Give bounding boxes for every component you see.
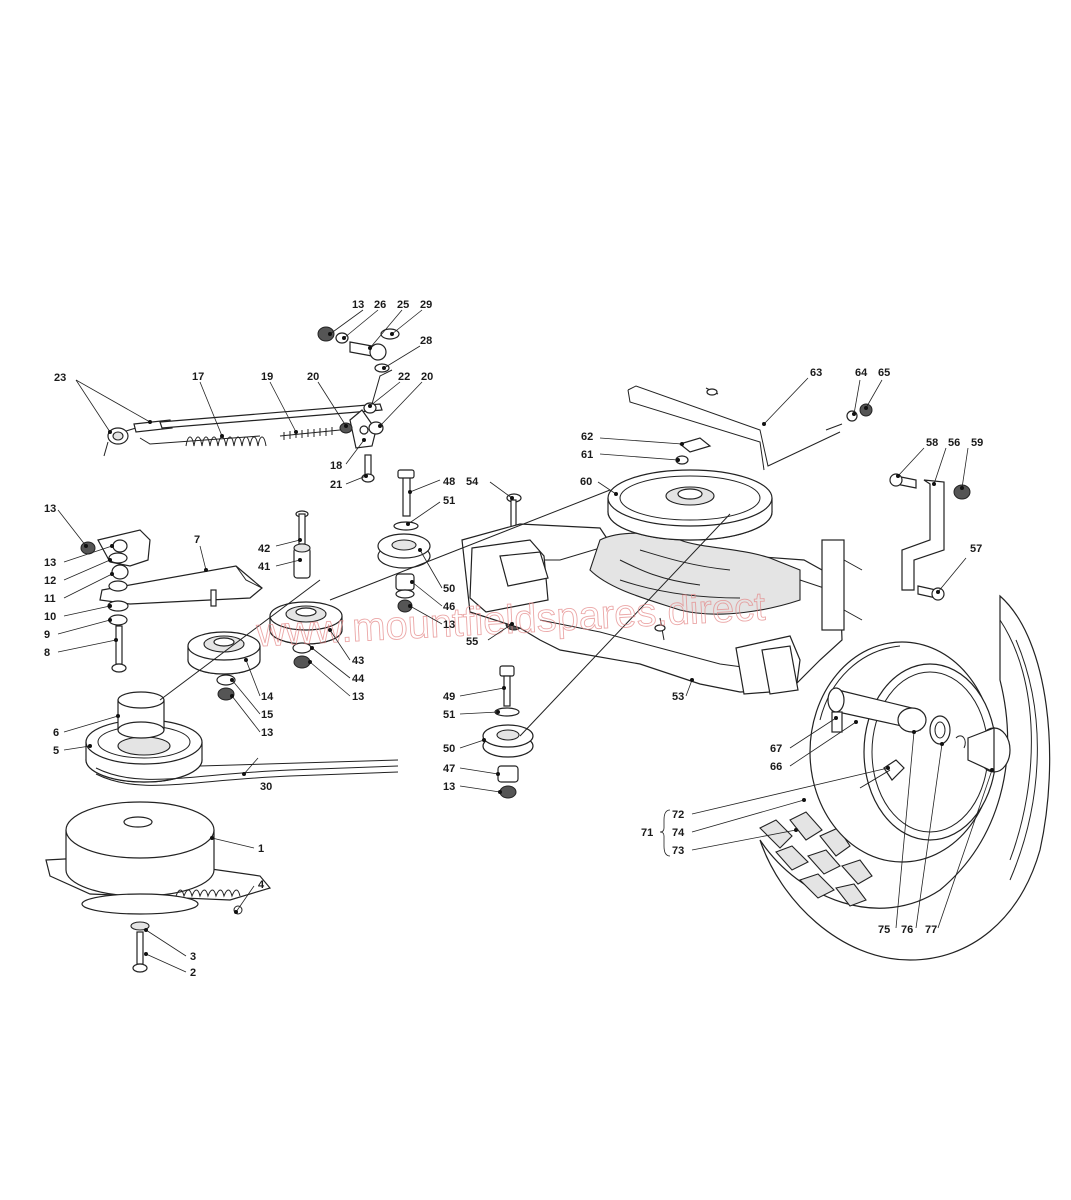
callout-15: 15 (261, 709, 273, 721)
callout-8: 8 (44, 647, 50, 659)
callout-49: 49 (443, 691, 455, 703)
callout-18: 18 (330, 460, 342, 472)
callout-14: 14 (261, 691, 274, 703)
callout-48: 48 (443, 476, 455, 488)
callout-66: 66 (770, 761, 782, 773)
electric-clutch (45, 801, 272, 973)
control-rod-assembly (103, 326, 400, 483)
callout-74: 74 (672, 827, 685, 839)
callout-77: 77 (925, 924, 937, 936)
callout-44: 44 (352, 673, 365, 685)
callout-2: 2 (190, 967, 196, 979)
callout-51: 51 (443, 709, 455, 721)
callout-57: 57 (970, 543, 982, 555)
callout-47: 47 (443, 763, 455, 775)
callout-75: 75 (878, 924, 890, 936)
idler-pulley-43 (269, 601, 343, 669)
callout-13: 13 (352, 691, 364, 703)
callout-3: 3 (190, 951, 196, 963)
callout-60: 60 (580, 476, 592, 488)
callout-72: 72 (672, 809, 684, 821)
mounting-bracket-56 (889, 473, 971, 601)
callout-1: 1 (258, 843, 264, 855)
callout-54: 54 (466, 476, 479, 488)
callout-25: 25 (397, 299, 409, 311)
callout-9: 9 (44, 629, 50, 641)
callout-11: 11 (44, 593, 56, 605)
callout-71: 71 (641, 827, 653, 839)
callout-4: 4 (258, 879, 265, 891)
callout-20: 20 (307, 371, 319, 383)
callout-50: 50 (443, 743, 455, 755)
callout-20: 20 (421, 371, 433, 383)
callout-22: 22 (398, 371, 410, 383)
engine-pulley (85, 691, 203, 783)
callout-43: 43 (352, 655, 364, 667)
bypass-rod-63 (627, 385, 873, 471)
callout-55: 55 (466, 636, 478, 648)
callout-7: 7 (194, 534, 200, 546)
callout-65: 65 (878, 367, 890, 379)
callout-46: 46 (443, 601, 455, 613)
callout-51: 51 (443, 495, 455, 507)
callout-19: 19 (261, 371, 273, 383)
callout-13: 13 (443, 781, 455, 793)
callout-64: 64 (855, 367, 868, 379)
callout-13: 13 (443, 619, 455, 631)
callout-28: 28 (420, 335, 432, 347)
callout-5: 5 (53, 745, 59, 757)
callout-76: 76 (901, 924, 913, 936)
callout-26: 26 (374, 299, 386, 311)
callout-42: 42 (258, 543, 270, 555)
callout-58: 58 (926, 437, 938, 449)
callout-53: 53 (672, 691, 684, 703)
spacer-bolt-42-41 (293, 510, 311, 579)
tensioner-pulley-upper (377, 469, 431, 613)
tensioner-pulley-lower (482, 665, 534, 799)
callout-13: 13 (261, 727, 273, 739)
callout-labels: 13 26 25 29 28 23 17 19 20 22 20 18 21 6… (44, 299, 983, 979)
callout-13: 13 (44, 503, 56, 515)
callout-6: 6 (53, 727, 59, 739)
callout-17: 17 (192, 371, 204, 383)
callout-13: 13 (44, 557, 56, 569)
transaxle-pulley (607, 437, 773, 541)
rear-wheel (759, 594, 1051, 961)
callout-29: 29 (420, 299, 432, 311)
callout-67: 67 (770, 743, 782, 755)
callout-41: 41 (258, 561, 270, 573)
drive-belt (95, 759, 399, 786)
callout-10: 10 (44, 611, 56, 623)
callout-50: 50 (443, 583, 455, 595)
callout-21: 21 (330, 479, 342, 491)
callout-23: 23 (54, 372, 66, 384)
callout-61: 61 (581, 449, 593, 461)
callout-12: 12 (44, 575, 56, 587)
callout-62: 62 (581, 431, 593, 443)
callout-56: 56 (948, 437, 960, 449)
callout-13: 13 (352, 299, 364, 311)
idler-pulley-14 (187, 631, 261, 701)
belt-routing-lines (159, 489, 731, 737)
callout-30: 30 (260, 781, 272, 793)
callout-59: 59 (971, 437, 983, 449)
callout-73: 73 (672, 845, 684, 857)
transaxle-gearbox (461, 523, 863, 695)
leader-lines (57, 309, 994, 973)
callout-63: 63 (810, 367, 822, 379)
